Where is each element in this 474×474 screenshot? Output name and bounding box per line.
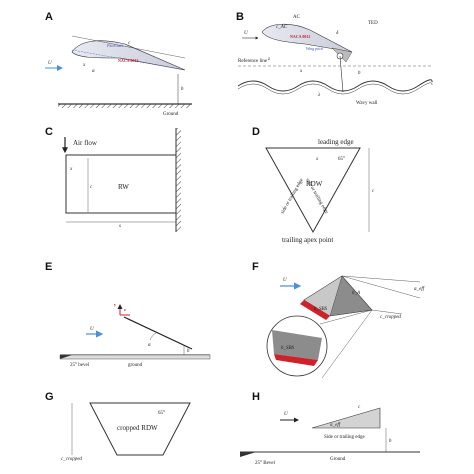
wing-pitch-label: Wing pitch	[306, 46, 323, 51]
panel-h-letter: H	[252, 391, 260, 403]
rdw-triangle	[265, 147, 361, 234]
cropped-rdw-label: cropped RDW	[117, 424, 158, 432]
panel-h: H U c α_eff Side or trailing edge h 25° …	[240, 391, 420, 466]
ground-label: Ground	[330, 457, 346, 462]
z-label: z	[124, 307, 126, 312]
h-label: h	[181, 87, 184, 92]
ground-plate	[59, 354, 211, 360]
rw-label: RW	[118, 183, 129, 191]
ted-label: TED	[368, 21, 378, 26]
panel-d-letter: D	[252, 126, 260, 138]
s-label: s	[119, 224, 121, 229]
chord-label: c	[128, 41, 131, 46]
x-label: x	[82, 63, 86, 68]
chord-dimension	[71, 35, 186, 59]
flow-label: U	[90, 327, 94, 332]
angle-label: 65°	[158, 411, 165, 416]
flow-label: U	[244, 31, 248, 36]
lambda-label: λ	[317, 93, 321, 98]
bevel-shape	[240, 452, 256, 457]
rdw-label: RDW	[306, 180, 323, 188]
panel-g-letter: G	[45, 391, 54, 403]
cropped-wing-red-edge	[300, 300, 330, 320]
panel-f-letter: F	[252, 261, 259, 273]
x-label: x	[299, 69, 303, 74]
leading-edge-label: leading edge	[318, 138, 354, 146]
ground-label: ground	[128, 363, 143, 368]
panel-f: F U α_eff h_A h_SBS c_cropped h_SBS	[252, 261, 425, 379]
airfoil-label: NACA 0012	[118, 58, 138, 63]
ref-line	[341, 275, 421, 283]
apex-label: trailing apex point	[282, 236, 333, 244]
h-label: h	[389, 439, 392, 444]
flow-label: U	[48, 61, 52, 66]
panel-e-letter: E	[45, 261, 52, 273]
c-label: c	[358, 405, 361, 410]
delta-label: δ	[336, 31, 339, 36]
y-label: y	[114, 302, 116, 307]
c-ac-label: c_AC	[276, 25, 288, 30]
panel-a-letter: A	[45, 11, 53, 23]
wavy-wall-curve	[237, 79, 433, 92]
z-label: z	[267, 57, 270, 62]
panel-e: E y z U α h 25° bevel ground	[45, 261, 211, 368]
zoom-wing-red	[274, 354, 318, 366]
bevel-label: 25° bevel	[70, 363, 90, 368]
wall-hatch	[176, 128, 181, 232]
bevel-shape	[60, 355, 72, 359]
c-cropped-label: c_cropped	[61, 457, 82, 462]
wavy-wall-label: Wavy wall	[356, 101, 378, 106]
flow-label: U	[283, 278, 287, 283]
alpha-arc	[149, 332, 157, 341]
alpha-label: α	[148, 343, 151, 348]
air-flow-label: Air flow	[73, 139, 98, 147]
c-cropped-label: c_cropped	[380, 315, 401, 320]
h-sbs-label: h_SBS	[314, 307, 328, 312]
cropped-rdw-trapezoid	[89, 402, 191, 456]
x-label: x	[315, 157, 319, 162]
zoom-wing-grey	[272, 330, 322, 360]
flow-label: U	[284, 412, 288, 417]
panel-g: G 65° cropped RDW c_cropped	[45, 391, 191, 462]
reference-line-label: Reference line	[238, 59, 268, 64]
x-label: x	[69, 167, 73, 172]
h-label: h	[187, 349, 190, 354]
alpha-label: α	[92, 69, 95, 74]
alpha-eff-label: α_eff	[330, 423, 341, 428]
c-label: c	[90, 185, 93, 190]
panel-c-letter: C	[45, 126, 53, 138]
panel-d: D leading edge x 65° side or trailing ed…	[252, 126, 375, 244]
angle-label: 65°	[338, 157, 345, 162]
ground-hatch	[58, 104, 192, 108]
side-left-label: side or trailing edge	[280, 177, 305, 215]
panel-b-letter: B	[236, 11, 244, 23]
c-label: c	[372, 189, 375, 194]
alpha-ref-line	[341, 275, 421, 299]
wing-section	[311, 407, 381, 429]
c-cropped-leader	[371, 309, 403, 315]
panel-a: A c Pitch axis NACA 0012 U x α h Ground	[45, 11, 192, 117]
chord-line	[71, 49, 186, 71]
alpha-eff-label: α_eff	[414, 287, 425, 292]
pitch-axis-label: Pitch axis	[106, 43, 123, 48]
h-sbs-zoom-label: h_SBS	[281, 346, 295, 351]
ac-label: AC	[293, 15, 301, 20]
side-label: Side or trailing edge	[324, 435, 365, 440]
ground-label: Ground	[163, 112, 179, 117]
h-a-label: h_A	[352, 291, 361, 296]
panel-b: B U AC TED c_AC NACA 0012 δ Wing pitch R…	[236, 11, 433, 106]
h-label: h	[358, 71, 361, 76]
panel-c: C Air flow x c RW s	[45, 126, 181, 232]
bevel-label: 25° Bevel	[255, 461, 276, 466]
wavy-wall-inner	[237, 82, 433, 95]
wing-line	[123, 316, 193, 350]
zoom-line-bottom	[321, 309, 373, 379]
airfoil-label: NACA 0012	[290, 34, 310, 39]
zoom-line-top	[319, 309, 373, 325]
support-strut	[339, 55, 344, 93]
